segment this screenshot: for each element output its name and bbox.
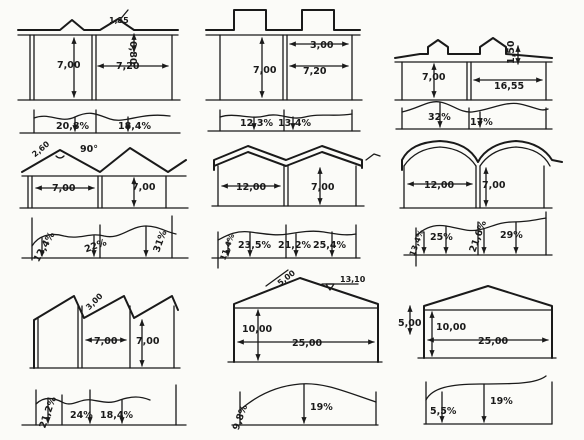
daylight-curve [415, 217, 547, 237]
roof-outline [205, 9, 361, 31]
dimension-label: 7,00 [253, 65, 277, 76]
dimension-label: 7,00 [136, 336, 160, 347]
roof-outline [423, 285, 553, 359]
daylight-curve [33, 112, 171, 121]
dimension-label: 7,00 [57, 60, 81, 71]
daylight-curve-p8: 9,8% 19% [231, 383, 379, 432]
daylight-curve-p6: 13,4% 25% 21,6% 29% [403, 211, 553, 267]
percent-label: 32% [428, 112, 451, 123]
section-p7: 3,00 7,00 7,00 [29, 291, 181, 369]
dimension-label: 12,00 [424, 180, 454, 191]
percent-label: 12,4% [32, 230, 58, 264]
dimension-label: 25,00 [478, 336, 508, 347]
section-p2: 3,00 7,00 7,20 [205, 9, 363, 101]
roof-outline [213, 145, 363, 171]
dimension-line [265, 269, 289, 287]
roof-outline [213, 151, 363, 167]
dimension-label: 90° [80, 144, 98, 155]
dimension-label: 10,00 [436, 322, 466, 333]
daylight-curve-p1: 20,8% 18,4% [19, 109, 181, 134]
roof-outline [233, 277, 379, 363]
dimension-label: 7,20 [303, 66, 327, 77]
dimension-label: 7,00 [52, 183, 76, 194]
dimension-line [117, 9, 129, 23]
percent-label: 23,5% [238, 240, 271, 251]
daylight-curve [31, 225, 177, 247]
dimension-label: 3,00 [310, 40, 334, 51]
percent-label: 21,6% [468, 219, 490, 254]
percent-label: 25,4% [313, 240, 346, 251]
percent-label: 29% [500, 230, 523, 241]
section-p4: 2,60 90° 7,00 7,00 [19, 139, 189, 209]
percent-label: 19% [490, 396, 513, 407]
daylight-curve-p5: 11,4% 23,5% 21,2% 25,4% [211, 224, 361, 269]
dimension-label: 12,00 [236, 182, 266, 193]
section-p3: 1,50 7,00 16,55 [394, 37, 553, 101]
percent-label: 9,8% [231, 403, 251, 432]
percent-label: 11,4% [218, 232, 236, 261]
percent-label: 19% [310, 402, 333, 413]
daylight-curve [219, 113, 353, 119]
percent-label: 5,5% [430, 406, 457, 417]
dimension-label: 10,00 [242, 324, 272, 335]
daylight-curve [401, 101, 549, 113]
percent-label: 18,4% [118, 121, 151, 132]
dimension-label: 7,00 [422, 72, 446, 83]
daylight-curve-p9: 5,5% 19% [423, 375, 553, 425]
section-p5: 12,00 7,00 [211, 145, 381, 207]
section-p1: 1,55 0,80 7,00 7,20 [17, 9, 181, 101]
roof-outline [403, 146, 551, 167]
daylight-curve [239, 383, 377, 411]
daylight-curve-p4: 12,4% 22% 31% [21, 215, 189, 264]
dimension-label: 5,00 [398, 318, 422, 329]
dimension-label: 7,00 [94, 336, 118, 347]
daylight-curve [35, 396, 151, 405]
percent-label: 13,4% [408, 228, 426, 257]
dimension-label: 1,50 [506, 40, 517, 64]
percent-label: 20,8% [56, 121, 89, 132]
roof-outline [17, 18, 179, 31]
section-p6: 12,00 7,00 [399, 140, 563, 209]
roof-outline [21, 147, 187, 173]
percent-label: 25% [430, 232, 453, 243]
daylight-curve [425, 375, 547, 401]
dimension-label: 5,00 [276, 268, 297, 288]
roof-outline [394, 37, 553, 59]
dimension-label: 7,00 [132, 182, 156, 193]
percent-label: 12,3% [240, 118, 273, 129]
daylight-curve [217, 230, 357, 241]
percent-label: 21,2% [278, 240, 311, 251]
dimension-label: 7,00 [311, 182, 335, 193]
dimension-label: 16,55 [494, 81, 524, 92]
percent-label: 13,4% [278, 118, 311, 129]
percent-label: 17% [470, 117, 493, 128]
daylight-curve-p3: 32% 17% [395, 101, 553, 130]
section-p9: 5,00 10,00 25,00 [398, 285, 557, 359]
section-p8: 5,00 13,10 10,00 25,00 [227, 268, 383, 363]
dimension-label: 0,80 [127, 41, 138, 65]
percent-label: 24% [70, 410, 93, 421]
dimension-label: 1,55 [109, 16, 129, 25]
percent-label: 22% [83, 237, 109, 255]
percent-label: 31% [152, 228, 170, 254]
daylight-curve-p7: 21,2% 24% 18,4% [21, 384, 187, 430]
roof-outline [33, 295, 179, 369]
roof-outline [401, 140, 563, 171]
percent-label: 18,4% [100, 410, 133, 421]
angle-mark [55, 155, 65, 159]
gutter-detail [365, 153, 381, 161]
dimension-label: 7,20 [116, 61, 140, 72]
dimension-label: 7,00 [482, 180, 506, 191]
dimension-label: 25,00 [292, 338, 322, 349]
daylight-curve-p2: 12,3% 13,4% [207, 109, 361, 132]
dimension-label: 13,10 [340, 275, 366, 284]
